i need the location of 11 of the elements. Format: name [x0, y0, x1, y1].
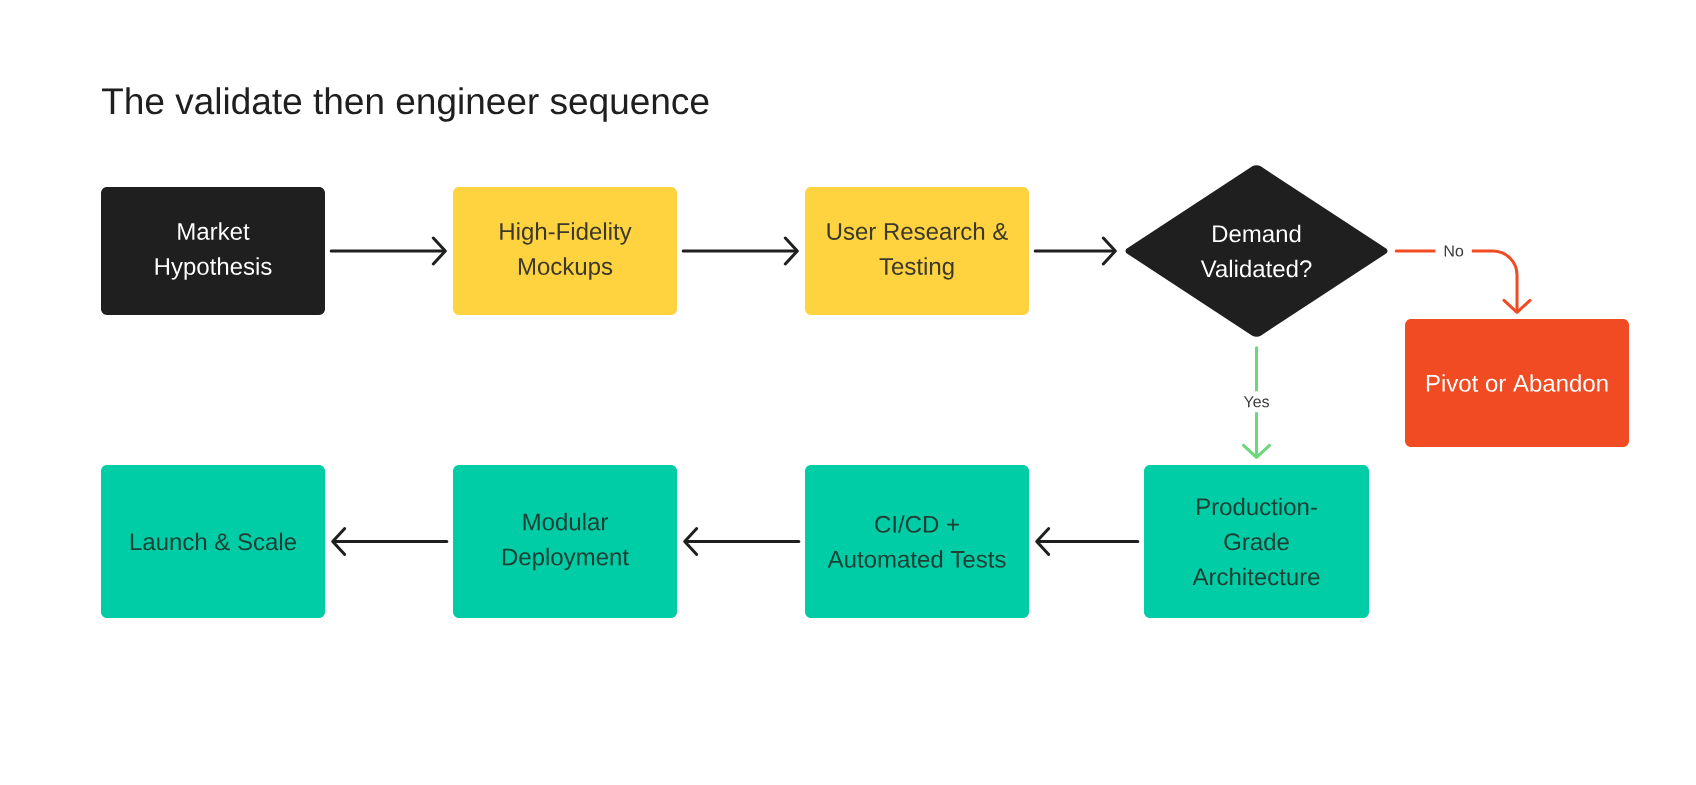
title: The validate then engineer sequence [102, 87, 709, 122]
process-box: Market Hypothesis [101, 187, 325, 315]
process-box: User Research & Testing [805, 187, 1029, 315]
edge-label: Yes [1235, 391, 1278, 413]
process-box: CI/CD + Automated Tests [805, 465, 1029, 618]
process-box: Launch & Scale [101, 465, 325, 618]
edge-label: No [1435, 240, 1472, 262]
process-box: Modular Deployment [453, 465, 677, 618]
process-box: High-Fidelity Mockups [453, 187, 677, 315]
process-box: Production-Grade Architecture [1144, 465, 1369, 618]
process-box: Pivot or Abandon [1405, 319, 1629, 447]
